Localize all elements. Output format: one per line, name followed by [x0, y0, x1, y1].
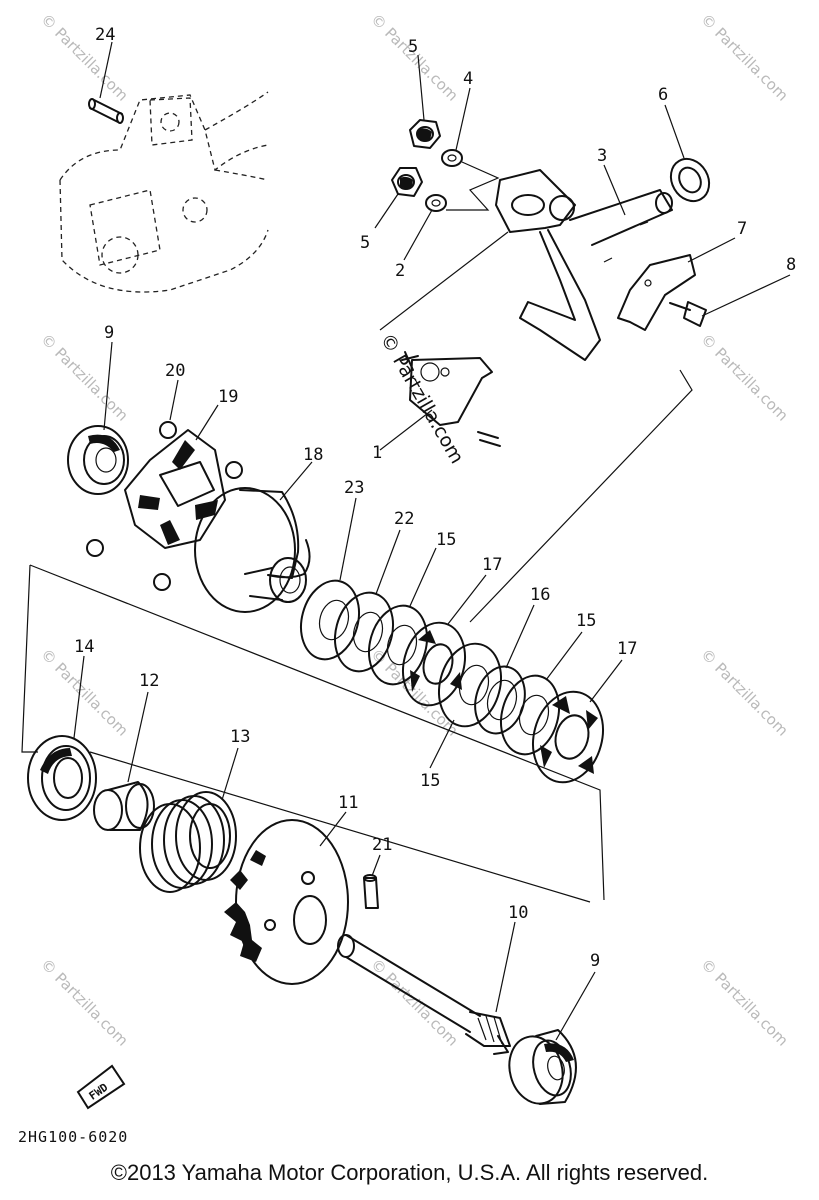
watermark: © Partzilla.com — [37, 955, 132, 1050]
plate-17-b — [532, 659, 623, 784]
assembly-line — [379, 231, 509, 331]
callout-15-right: 15 — [576, 611, 596, 631]
callout-18: 18 — [303, 445, 323, 465]
callout-2: 2 — [395, 261, 405, 281]
callout-9-lower: 9 — [590, 951, 600, 971]
watermark: © Partzilla.com — [367, 955, 462, 1050]
callout-13: 13 — [230, 727, 250, 747]
callout-14: 14 — [74, 637, 94, 657]
callout-19: 19 — [218, 387, 238, 407]
callout-5-lower: 5 — [360, 233, 370, 253]
callout-10: 10 — [508, 903, 528, 923]
oil-seal-14 — [27, 655, 97, 821]
callout-7: 7 — [737, 219, 747, 239]
plate-22 — [334, 529, 401, 673]
oil-seal-6 — [664, 104, 711, 203]
watermark: © Partzilla.com — [697, 645, 792, 740]
shift-lever-3 — [495, 164, 673, 361]
callout-8: 8 — [786, 255, 796, 275]
bearing-9-upper — [67, 341, 129, 495]
callout-23: 23 — [344, 478, 364, 498]
diagram-code: 2HG100-6020 — [18, 1128, 129, 1146]
washer-4 — [441, 87, 471, 167]
stopper-plate-7 — [617, 237, 736, 331]
spring-13 — [139, 747, 239, 893]
callout-4: 4 — [463, 69, 473, 89]
bearing-9-lower — [508, 971, 596, 1105]
nut-5-upper — [409, 54, 441, 149]
watermark: © Partzilla.com — [697, 330, 792, 425]
pin-24 — [88, 41, 124, 124]
plate-15-c — [500, 631, 583, 756]
watermark: © Partzilla.com — [37, 330, 132, 425]
callout-17: 17 — [482, 555, 502, 575]
stud-guide-line — [446, 161, 500, 211]
guide-plate-1 — [379, 351, 501, 451]
watermark: © Partzilla.com — [697, 955, 792, 1050]
callout-24: 24 — [95, 25, 115, 45]
callout-3: 3 — [597, 146, 607, 166]
washer-2 — [403, 194, 447, 261]
copyright-notice: ©2013 Yamaha Motor Corporation, U.S.A. A… — [110, 1160, 709, 1185]
plate-23 — [300, 497, 360, 661]
callout-17-right: 17 — [617, 639, 637, 659]
crankcase-outline — [59, 91, 269, 293]
plate-15-a — [368, 547, 437, 686]
callout-15-lower: 15 — [420, 771, 440, 791]
callout-22: 22 — [394, 509, 414, 529]
shaft-10 — [337, 921, 516, 1055]
callout-5: 5 — [408, 37, 418, 57]
plate-15-b — [429, 642, 502, 769]
callout-11: 11 — [338, 793, 358, 813]
assembly-line — [469, 369, 693, 623]
nut-5-lower — [374, 167, 423, 229]
plate-17-a — [402, 574, 487, 707]
pin-21 — [363, 854, 381, 909]
watermark: © Partzilla.com — [697, 10, 792, 105]
watermark: © Partzilla.com — [37, 10, 132, 105]
collar-12 — [93, 691, 155, 831]
watermark: © Partzilla.com — [37, 645, 132, 740]
callout-6: 6 — [658, 85, 668, 105]
callout-21: 21 — [372, 835, 392, 855]
plate-16 — [474, 604, 535, 735]
drum-18 — [194, 461, 313, 613]
assembly-bracket — [21, 564, 605, 903]
bolt-8 — [669, 274, 791, 327]
callout-16: 16 — [530, 585, 550, 605]
sprocket-11 — [224, 811, 349, 985]
fwd-badge: FWD — [76, 1064, 126, 1110]
callout-12: 12 — [139, 671, 159, 691]
callout-1: 1 — [372, 443, 382, 463]
watermarks: © Partzilla.com © Partzilla.com © Partzi… — [37, 10, 792, 1050]
callout-labels: 24 5 4 6 3 5 2 7 8 9 20 19 1 18 23 22 15… — [74, 25, 796, 971]
watermark: © Partzilla.com — [367, 10, 462, 105]
balls-20 — [86, 379, 243, 591]
callout-15: 15 — [436, 530, 456, 550]
callout-20: 20 — [165, 361, 185, 381]
watermark: © Partzilla.com — [376, 330, 468, 468]
callout-9: 9 — [104, 323, 114, 343]
